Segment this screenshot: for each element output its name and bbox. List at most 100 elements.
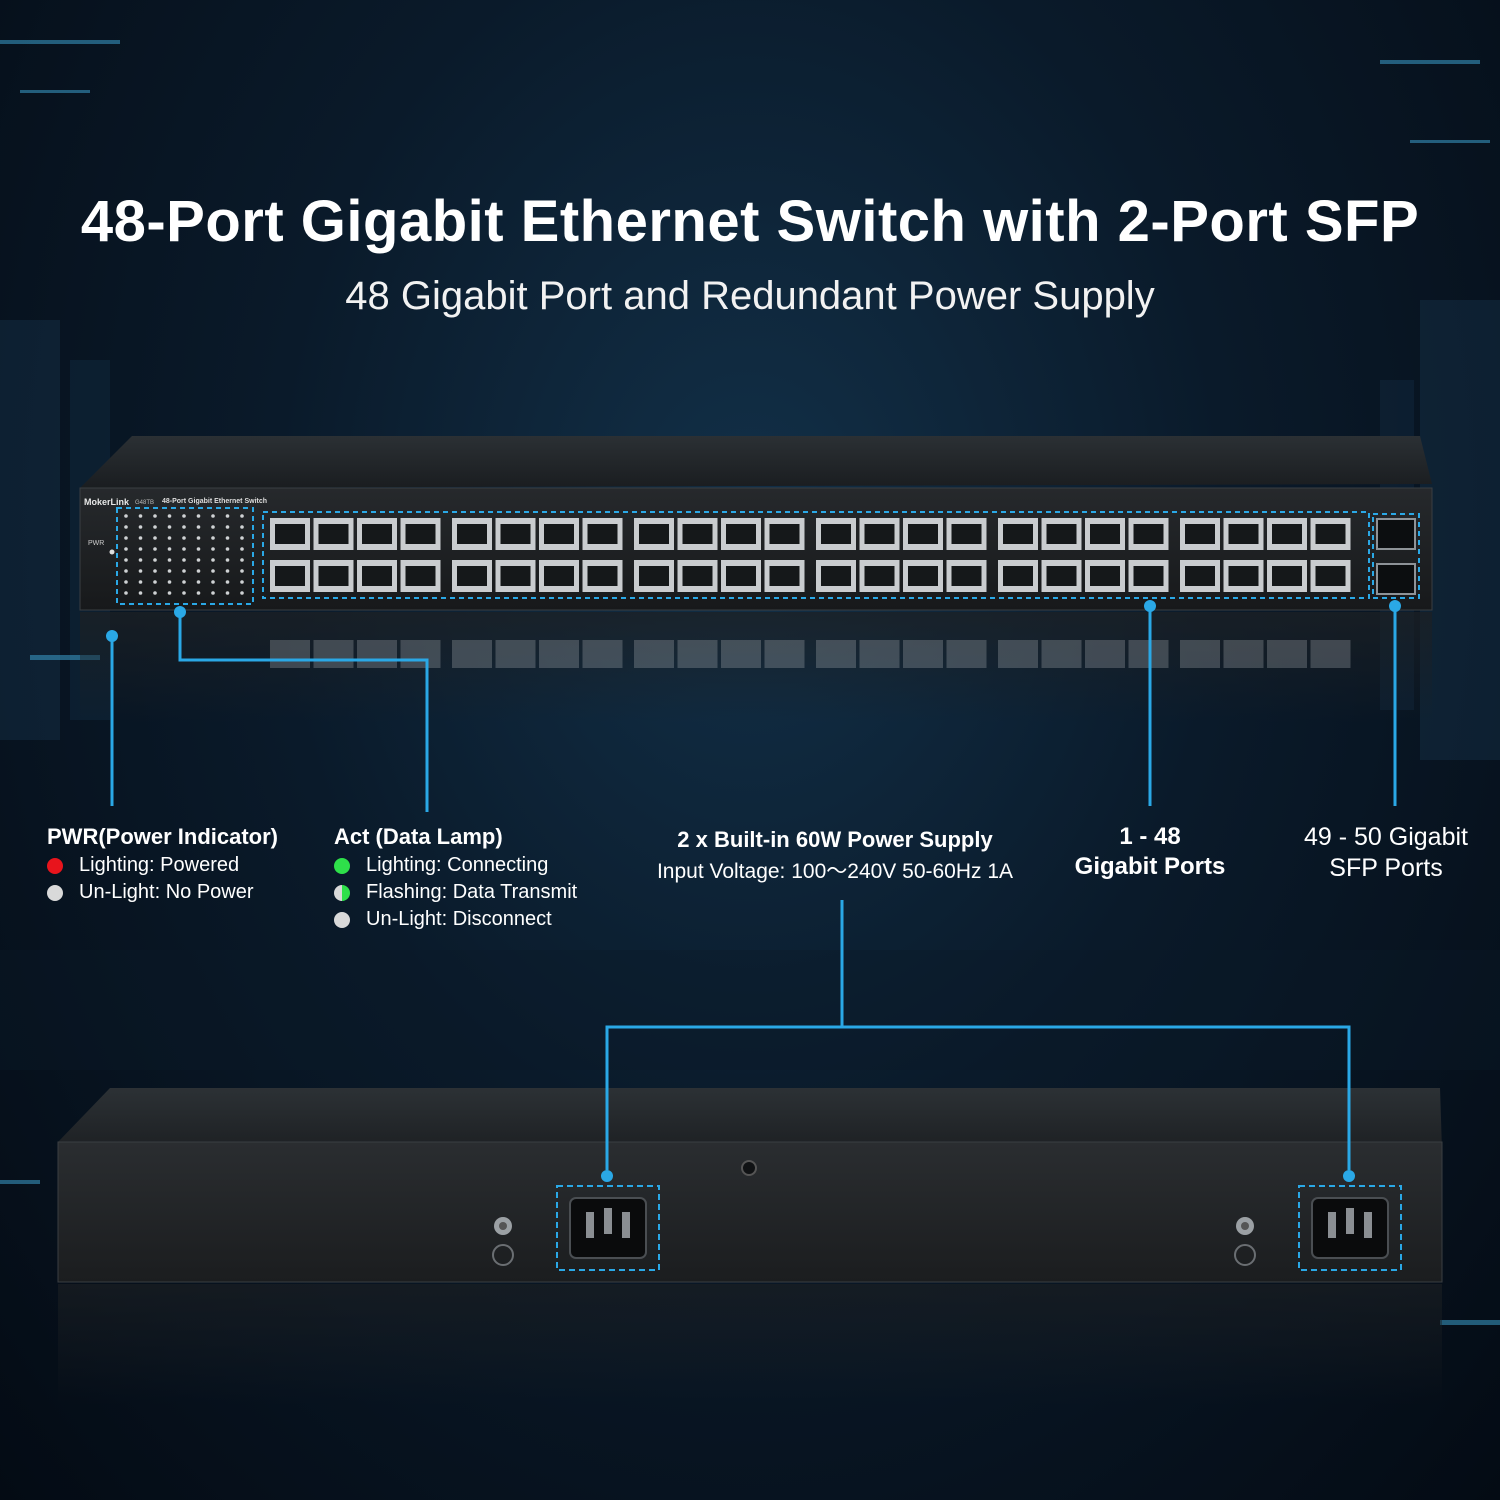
rj45-port-socket [587,566,618,586]
rj45-port-socket [1090,566,1120,586]
led-dot [167,514,172,518]
port-reflection [816,640,856,668]
led-dot [240,580,244,584]
rj45-port-socket [275,566,305,586]
background-buildings [0,300,1500,1070]
led-dot [196,580,201,584]
rj45-port-socket [500,566,531,586]
rj45-port-socket [821,524,851,544]
led-dot [182,547,186,551]
half-green-dot-icon [334,884,350,901]
led-dot [225,558,230,562]
rj45-port-socket [864,524,895,544]
rj45-port-socket [1003,566,1033,586]
act-item-connecting: Lighting: Connecting [334,854,577,877]
port-reflection [946,640,987,668]
rj45-port-socket [769,566,800,586]
led-dot [167,558,172,562]
rj45-port-socket [544,524,574,544]
pwr-item-no-power: Un-Light: No Power [47,881,278,904]
rj45-port-socket [1185,524,1215,544]
rj45-port-socket [405,524,436,544]
led-dot [124,591,128,595]
led-dot [211,569,215,573]
led-dot [211,536,215,540]
back-switch [57,1088,1443,1404]
led-dot [153,514,157,518]
rj45-port-socket [951,566,982,586]
led-dot [225,547,230,551]
rj45-port-socket [726,566,756,586]
led-dot [182,536,186,540]
rj45-port-socket [318,566,349,586]
led-dot [240,536,244,540]
led-dot [211,558,215,562]
page-subtitle: 48 Gigabit Port and Redundant Power Supp… [345,274,1155,318]
led-dot [211,547,215,551]
sfp-ports-callout: 49 - 50 Gigabit SFP Ports [1286,822,1486,884]
act-item-text: Flashing: Data Transmit [366,881,578,903]
callout-dots [106,600,1401,1182]
led-dot [182,580,186,584]
led-dot [225,514,230,518]
rj45-port-socket [275,524,305,544]
background-light-streaks [0,40,1500,1325]
port-reflection [998,640,1038,668]
rj45-port-socket [1133,566,1164,586]
rj45-port-socket [457,566,487,586]
grey-dot-icon [47,884,63,901]
act-item-text: Lighting: Connecting [366,854,549,876]
port-reflection [1267,640,1307,668]
led-dot [196,547,201,551]
rj45-port-socket [362,524,392,544]
led-dot [153,558,157,562]
port-reflection [634,640,674,668]
led-dot [182,569,186,573]
rj45-port-socket [500,524,531,544]
led-dot [225,569,230,573]
port-reflection [495,640,536,668]
led-dot [211,525,215,529]
rj45-port-socket [1315,566,1346,586]
port-reflection [452,640,492,668]
pwr-callout: PWR(Power Indicator) Lighting: Powered U… [47,824,278,904]
led-dot [240,514,244,518]
rj45-port-socket [769,524,800,544]
act-item-text: Un-Light: Disconnect [366,908,552,930]
brand-logo-text: MokerLink [84,497,130,507]
led-dot [196,525,201,529]
sfp-label: SFP Ports [1329,854,1443,882]
led-dot [182,514,186,518]
port-reflection [539,640,579,668]
rj45-port-socket [682,566,713,586]
led-dot [211,591,215,595]
rj45-port-socket [1003,524,1033,544]
port-reflection [721,640,761,668]
rj45-port-socket [682,524,713,544]
led-dot [211,514,215,518]
port-reflection [582,640,623,668]
led-dot [225,525,230,529]
rj45-port-socket [1046,566,1077,586]
act-item-flashing: Flashing: Data Transmit [334,881,577,904]
led-dot [138,580,143,584]
rj45-port-socket [405,566,436,586]
led-dot [124,569,128,573]
rj45-port-socket [318,524,349,544]
led-dot [138,536,143,540]
led-dot [124,525,128,529]
led-dot [153,525,157,529]
led-dot [196,591,201,595]
rj45-port-socket [639,566,669,586]
led-dot [153,536,157,540]
port-reflection [1223,640,1264,668]
act-callout-title: Act (Data Lamp) [334,824,503,849]
rj45-port-socket [1228,524,1259,544]
led-dot [225,536,230,540]
led-dot [240,591,244,595]
front-panel-label: 48-Port Gigabit Ethernet Switch [162,498,268,505]
led-dot [124,536,128,540]
rj45-port-socket [1272,524,1302,544]
rj45-port-socket [1133,524,1164,544]
pwr-item-text: Un-Light: No Power [79,881,254,903]
